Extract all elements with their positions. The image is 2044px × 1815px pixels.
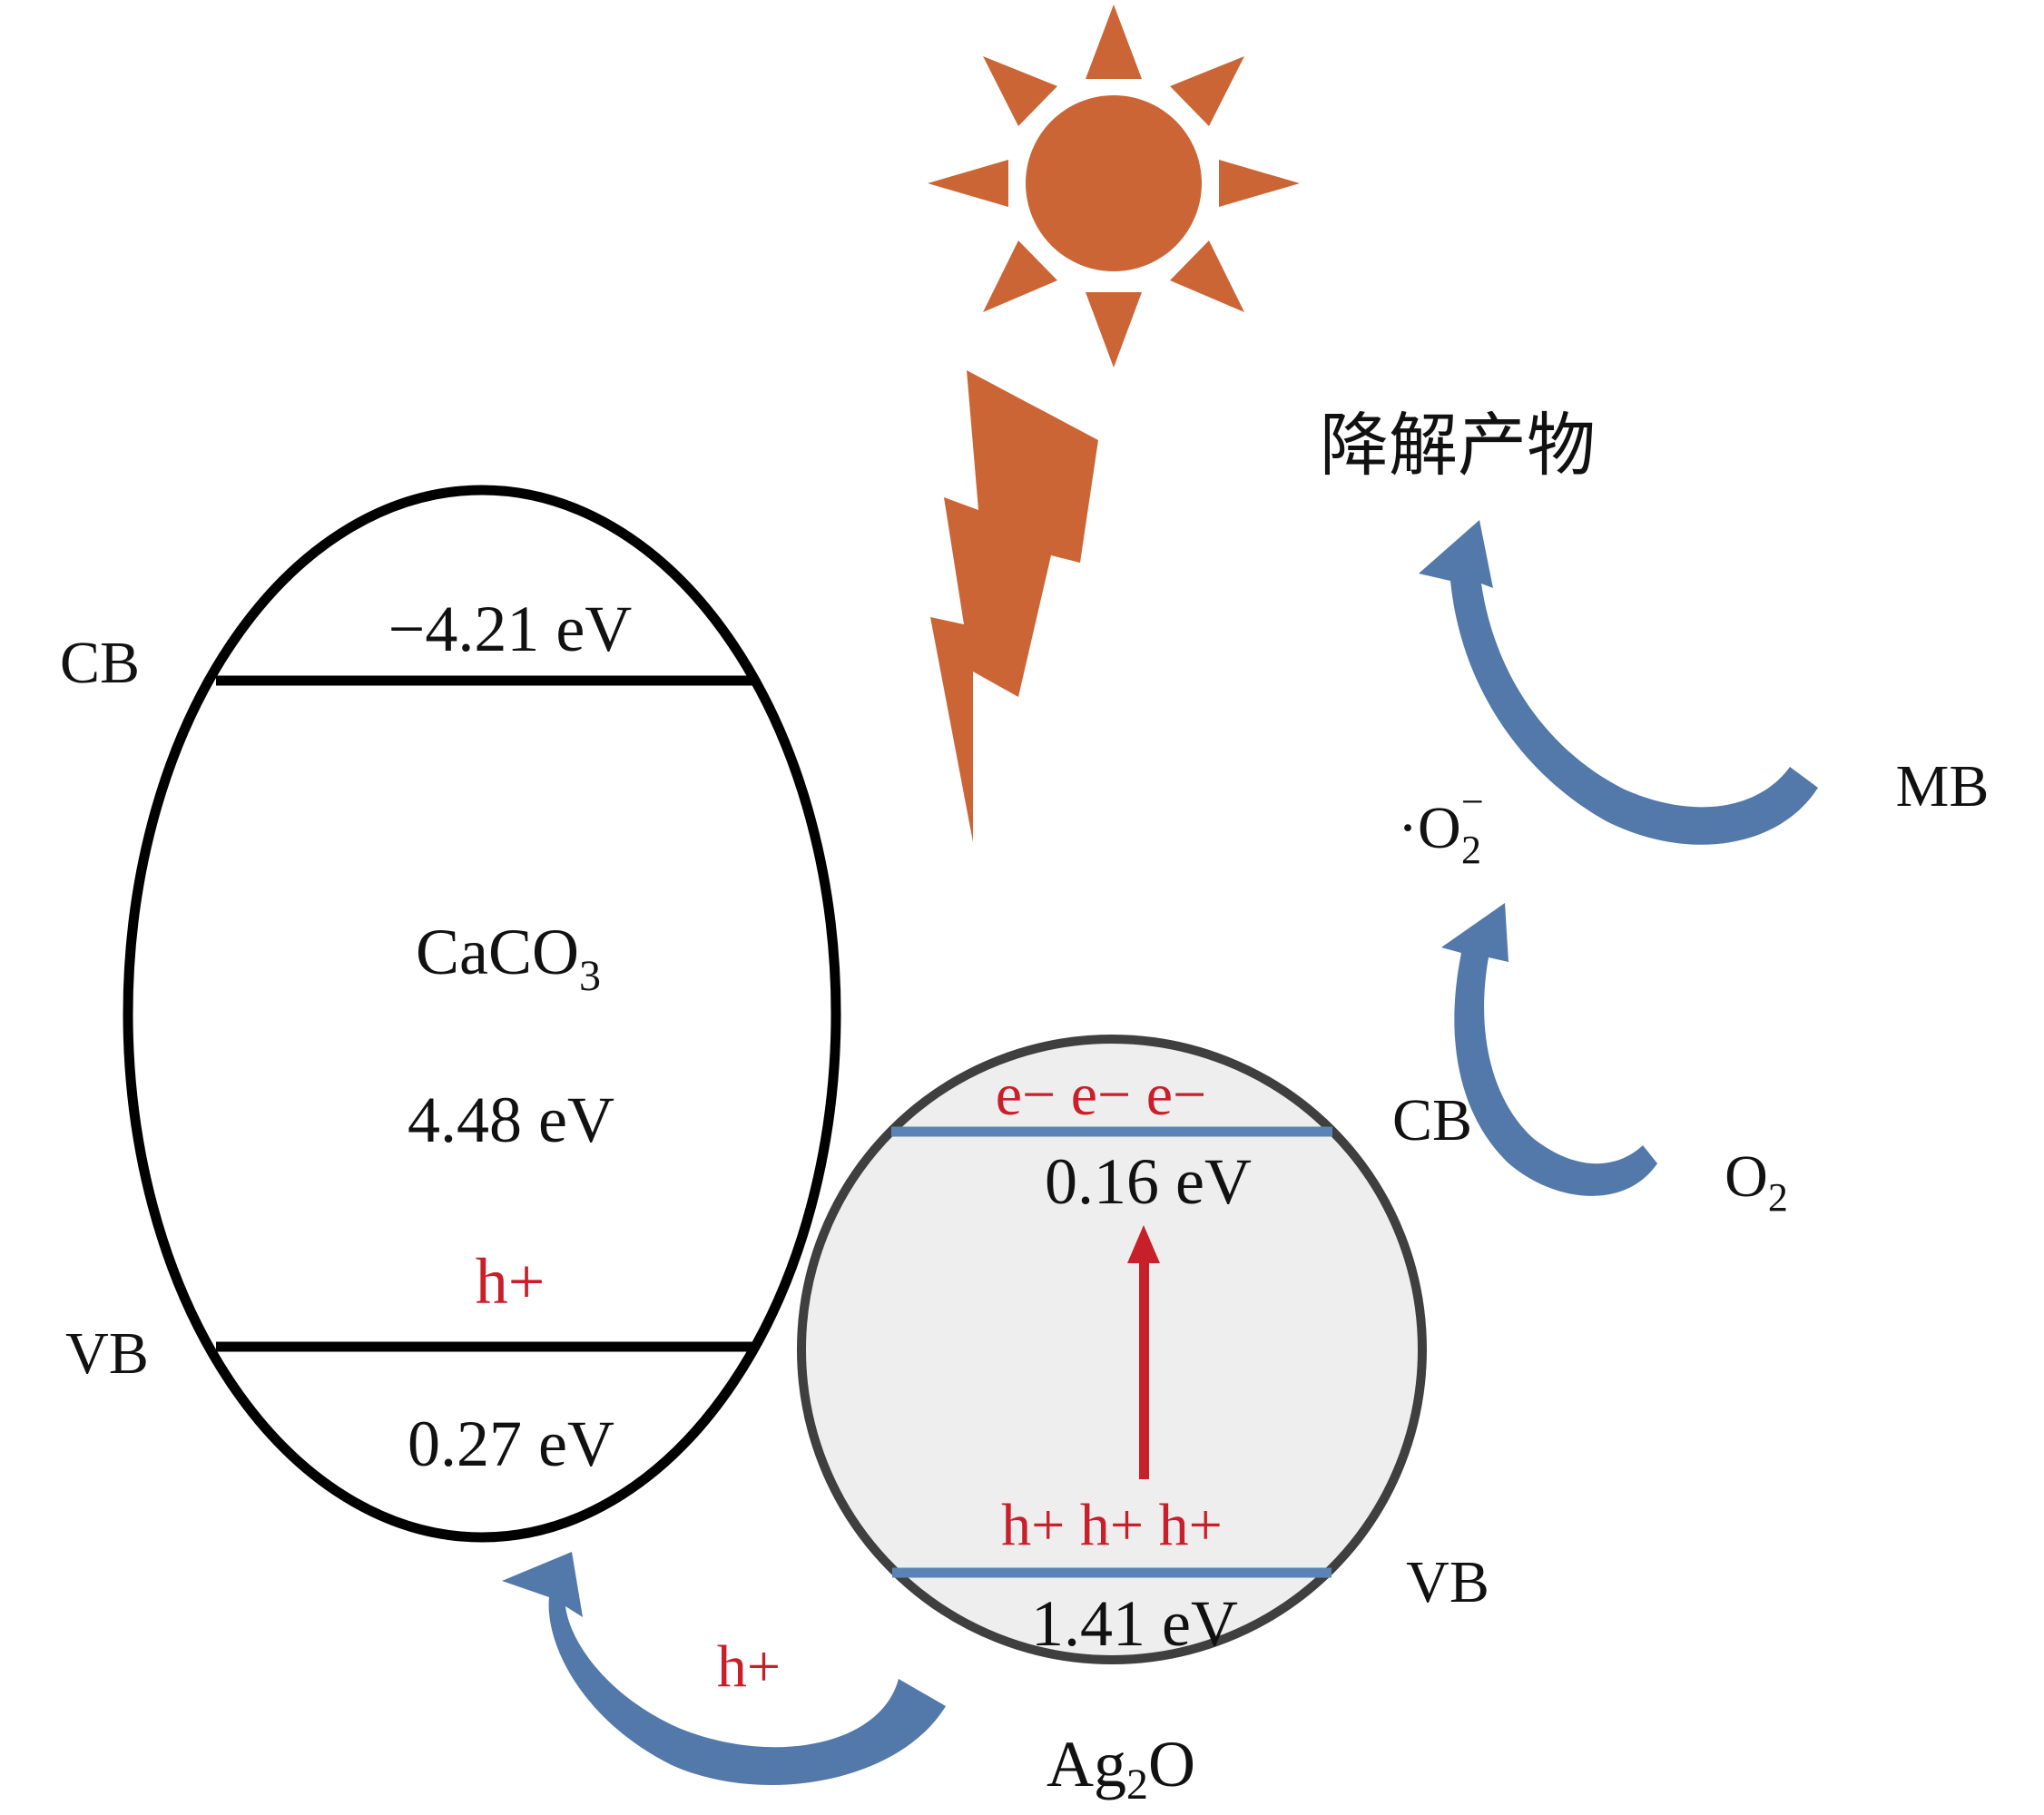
sun-icon	[928, 5, 1300, 368]
caco3-name-base: CaCO	[416, 916, 579, 988]
superoxide-subscript: 2	[1461, 828, 1481, 872]
ag2o-holes: h+ h+ h+	[1001, 1492, 1223, 1558]
caco3-cb-label: CB	[60, 630, 140, 696]
o2-reduction-arrow	[1441, 903, 1657, 1196]
ag2o-vb-label: VB	[1406, 1549, 1489, 1615]
mb-label: MB	[1896, 753, 1990, 819]
degradation-products-label: 降解产物	[1320, 405, 1596, 486]
superoxide-superscript: −	[1461, 780, 1484, 824]
caco3-name-subscript: 3	[579, 952, 601, 1000]
transfer-hole-label: h+	[717, 1634, 781, 1700]
caco3-hole: h+	[476, 1245, 545, 1318]
superoxide-label: ·O 2 −	[1398, 780, 1484, 872]
sun-ray-right	[1219, 160, 1300, 207]
ag2o-cb-label: CB	[1392, 1087, 1472, 1153]
sun-ray-bottom-right	[1170, 240, 1244, 312]
excitation-arrow	[1127, 1225, 1160, 1479]
o2-label-base: O	[1725, 1143, 1768, 1210]
caco3-band-gap: 4.48 eV	[408, 1084, 614, 1156]
ag2o-name-base: Ag	[1047, 1728, 1126, 1800]
sun-ray-bottom	[1086, 292, 1142, 368]
ag2o-name-subscript: 2	[1126, 1761, 1148, 1809]
caco3-vb-energy: 0.27 eV	[408, 1408, 614, 1480]
sun-disc	[1026, 95, 1202, 271]
caco3-particle	[123, 485, 841, 1543]
sun-ray-top-left	[983, 56, 1057, 126]
caco3-vb-label: VB	[65, 1320, 149, 1387]
excitation-arrow-head	[1127, 1225, 1160, 1263]
hole-transfer-arrow	[502, 1552, 946, 1786]
o2-label: O2	[1725, 1143, 1788, 1220]
caco3-cb-energy: −4.21 eV	[388, 593, 633, 665]
ag2o-vb-energy: 1.41 eV	[1031, 1587, 1238, 1660]
mb-degradation-arrow	[1419, 520, 1818, 845]
ag2o-cb-energy: 0.16 eV	[1045, 1145, 1252, 1218]
ag2o-name-tail: O	[1148, 1728, 1195, 1800]
sun-ray-top-right	[1170, 56, 1244, 126]
ag2o-particle	[797, 1035, 1427, 1664]
sun-ray-top	[1086, 5, 1142, 79]
sun-ray-bottom-left	[983, 240, 1057, 312]
ag2o-electrons: e− e− e−	[996, 1062, 1207, 1128]
lightning-bolt-icon	[930, 370, 1098, 842]
excitation-arrow-shaft	[1139, 1254, 1149, 1479]
ag2o-name: Ag2O	[1047, 1728, 1195, 1809]
sun-ray-left	[928, 160, 1008, 207]
superoxide-base: ·O	[1398, 795, 1461, 861]
o2-label-subscript: 2	[1768, 1175, 1788, 1220]
caco3-name: CaCO3	[416, 916, 601, 1000]
